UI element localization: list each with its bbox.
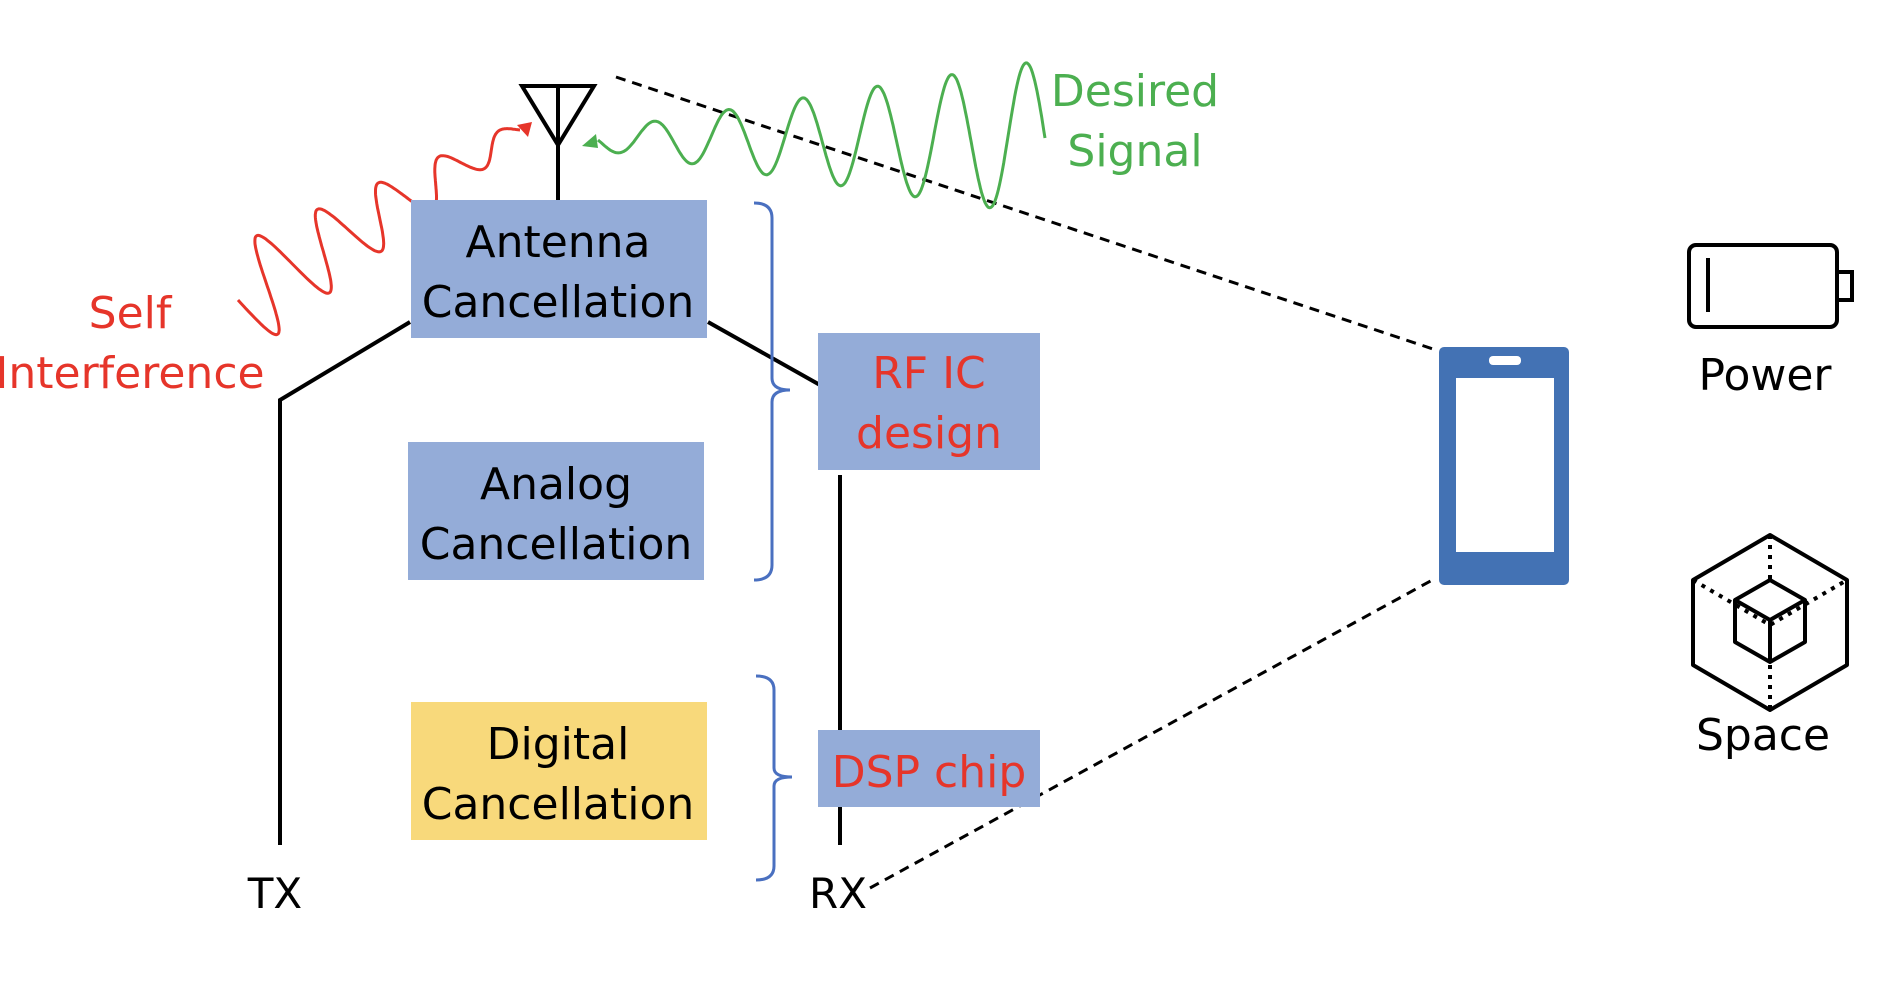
digital-dsp-bracket [755, 674, 793, 882]
antenna-icon [518, 84, 598, 200]
tx-line [278, 320, 412, 845]
analog-rf-bracket [753, 201, 791, 582]
antenna-cancellation-box [411, 200, 707, 338]
rfic-line1: RF IC [872, 348, 986, 399]
rx-label: RX [809, 869, 867, 918]
rx-upper-line [707, 320, 821, 387]
digital-cancellation-box [411, 702, 707, 840]
space-label: Space [1696, 710, 1830, 761]
self-interference-line2: Interference [0, 348, 265, 399]
dsp-chip-label: DSP chip [832, 747, 1027, 798]
self-interference-line1: Self [89, 288, 173, 339]
dashed-line-bottom [869, 576, 1437, 890]
desired-signal-line1: Desired [1051, 66, 1219, 117]
digital-line1: Digital [487, 719, 630, 770]
phone-icon [1439, 347, 1569, 585]
power-label: Power [1698, 350, 1832, 401]
self-interference-arrowhead [517, 122, 532, 137]
dashed-line-top [615, 75, 1437, 352]
antenna-line1: Antenna [465, 217, 650, 268]
self-interference-wave [236, 127, 521, 337]
digital-line2: Cancellation [422, 779, 695, 830]
rfic-line2: design [856, 408, 1002, 459]
desired-signal-arrowhead [582, 134, 598, 148]
analog-line2: Cancellation [420, 519, 693, 570]
rfic-design-box [818, 333, 1040, 470]
battery-icon [1687, 243, 1854, 329]
tx-label: TX [247, 869, 302, 918]
desired-signal-wave [596, 61, 1047, 210]
cube-icon [1691, 533, 1849, 712]
analog-line1: Analog [480, 459, 632, 510]
antenna-line2: Cancellation [422, 277, 695, 328]
desired-signal-line2: Signal [1067, 126, 1202, 177]
analog-cancellation-box [408, 442, 704, 580]
dsp-chip-box [818, 730, 1040, 807]
